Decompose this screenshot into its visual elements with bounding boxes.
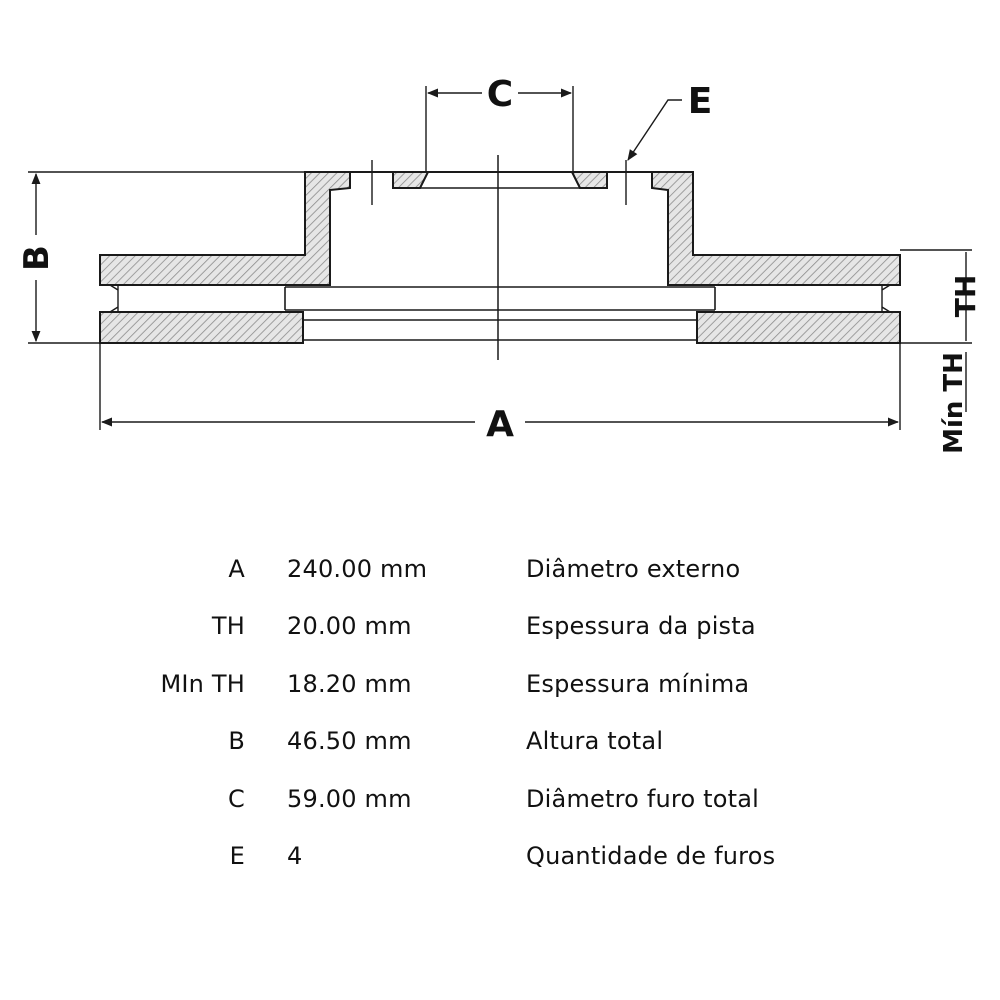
spec-code: C xyxy=(228,784,245,813)
spec-row: MIn TH 18.20 mm Espessura mínima xyxy=(0,660,1000,717)
spec-description: Diâmetro externo xyxy=(526,555,741,583)
vent-left-edge xyxy=(109,284,119,313)
dim-min-th-label: Mín TH xyxy=(939,352,969,454)
dim-c-label: C xyxy=(487,74,513,115)
spec-code: MIn TH xyxy=(160,669,245,698)
hub-top-right xyxy=(570,171,608,189)
spec-code: TH xyxy=(211,612,245,641)
lower-inner-edge xyxy=(303,319,697,341)
spec-value: 46.50 mm xyxy=(287,727,412,756)
spec-row: A 240.00 mm Diâmetro externo xyxy=(0,545,1000,602)
spec-row: C 59.00 mm Diâmetro furo total xyxy=(0,775,1000,832)
spec-value: 18.20 mm xyxy=(287,669,412,698)
spec-code: B xyxy=(228,727,245,756)
disc-upper-section-left xyxy=(99,171,351,286)
spec-description: Quantidade de furos xyxy=(526,841,776,870)
spec-value: 240.00 mm xyxy=(287,555,428,583)
dim-th-label: TH xyxy=(949,275,982,318)
spec-row: TH 20.00 mm Espessura da pista xyxy=(0,602,1000,659)
spec-description: Espessura da pista xyxy=(526,612,756,641)
disc-upper-section-right xyxy=(651,171,901,286)
disc-lower-section-right xyxy=(696,311,901,344)
hub-inner-outline xyxy=(419,171,581,189)
dim-b-label: B xyxy=(17,245,57,271)
vent-inner-wall xyxy=(284,286,716,311)
spec-code: A xyxy=(228,555,245,583)
brake-disc-cross-section-diagram: A B C E TH Mín TH xyxy=(17,74,982,454)
leader-e-line xyxy=(627,99,682,161)
spec-description: Diâmetro furo total xyxy=(526,784,760,813)
spec-value: 59.00 mm xyxy=(287,784,412,813)
spec-value: 20.00 mm xyxy=(287,612,412,641)
spec-value: 4 xyxy=(287,841,303,870)
spec-description: Altura total xyxy=(526,727,664,756)
dim-a-label: A xyxy=(486,404,514,445)
vent-right-edge xyxy=(881,284,891,313)
spec-table: A 240.00 mm Diâmetro externo TH 20.00 mm… xyxy=(0,545,1000,889)
spec-row: B 46.50 mm Altura total xyxy=(0,717,1000,774)
disc-lower-section-left xyxy=(99,311,304,344)
spec-description: Espessura mínima xyxy=(526,669,750,698)
spec-row: E 4 Quantidade de furos xyxy=(0,832,1000,889)
leader-e-label: E xyxy=(688,81,713,122)
hub-top-left xyxy=(392,171,430,189)
spec-code: E xyxy=(229,841,245,870)
